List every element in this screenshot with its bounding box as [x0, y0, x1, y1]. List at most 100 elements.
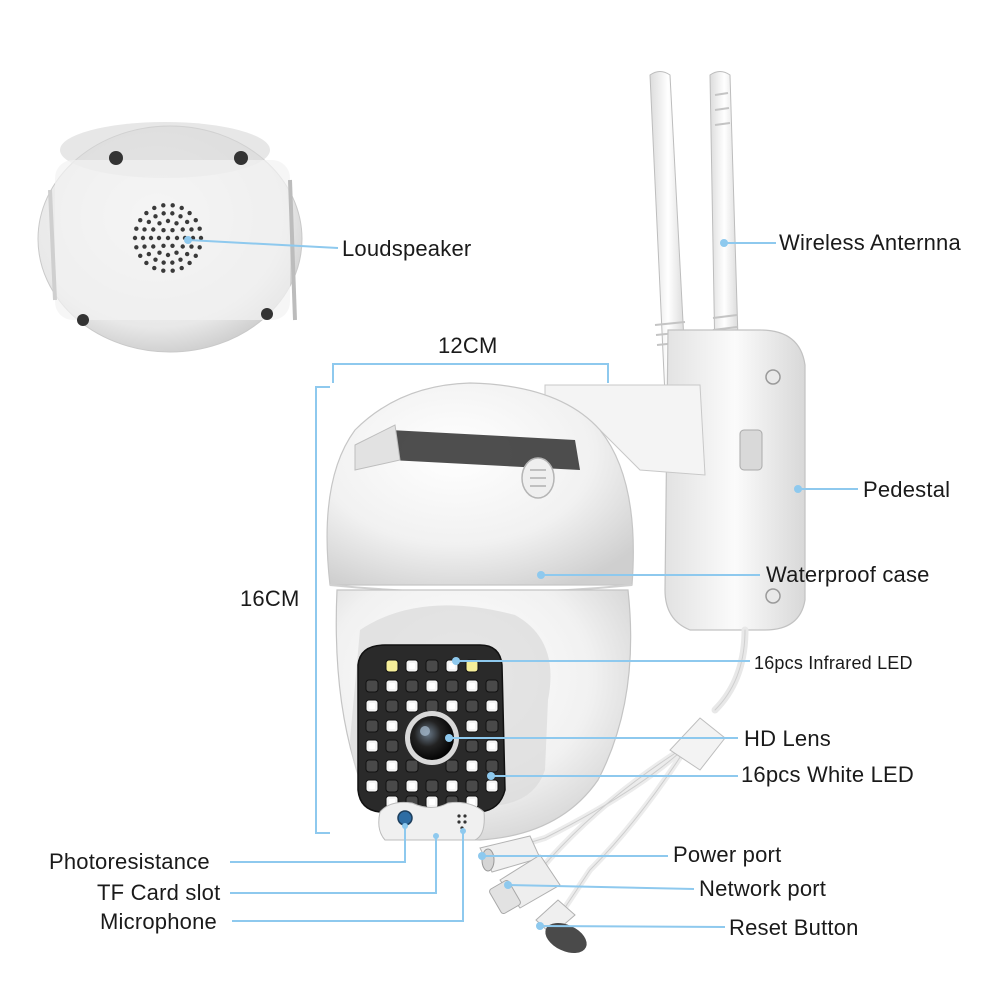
hd-lens-label: HD Lens — [744, 726, 831, 751]
speaker-hole — [179, 265, 184, 271]
led — [465, 699, 479, 713]
dimension-width — [332, 363, 609, 383]
led-core — [369, 783, 375, 789]
speaker-hole — [161, 243, 166, 248]
led-core — [489, 703, 495, 709]
speaker-hole — [138, 253, 143, 259]
led-core — [469, 763, 475, 769]
led-core — [409, 663, 415, 669]
led-core — [429, 683, 435, 689]
led-core — [389, 723, 395, 729]
led-core — [389, 683, 395, 689]
led-core — [469, 799, 475, 805]
led-core — [449, 783, 455, 789]
leader-lines — [187, 239, 858, 928]
speaker-hole — [197, 245, 202, 250]
speaker-hole — [156, 235, 162, 241]
loudspeaker-inset — [37, 122, 303, 353]
led-core — [389, 763, 395, 769]
photoresistance-sensor — [397, 810, 413, 826]
speaker-hole — [152, 265, 157, 271]
pedestal-label: Pedestal — [863, 477, 951, 502]
speaker-hole — [161, 203, 166, 208]
speaker-hole — [148, 235, 154, 241]
led — [425, 779, 439, 793]
speaker-hole — [161, 211, 166, 216]
speaker-hole — [190, 235, 196, 241]
speaker-hole — [174, 235, 180, 241]
speaker-hole — [178, 214, 183, 219]
leader-dots — [184, 236, 802, 930]
speaker-hole — [142, 227, 147, 232]
speaker-hole — [170, 211, 175, 216]
led-core — [369, 703, 375, 709]
speaker-hole — [180, 227, 185, 232]
speaker-hole — [138, 217, 143, 223]
led — [365, 679, 379, 693]
cable-splitter — [669, 717, 726, 771]
led — [365, 759, 379, 773]
speaker-hole — [189, 227, 194, 232]
speaker-hole — [187, 260, 192, 266]
speaker-hole — [170, 243, 175, 248]
reset-button-label: Reset Button — [729, 915, 859, 940]
width-dimension-label: 12CM — [438, 333, 498, 358]
led-core — [409, 703, 415, 709]
speaker-hole — [157, 250, 162, 255]
waterproof-case-label: Waterproof case — [766, 562, 930, 587]
speaker-hole — [146, 219, 152, 225]
led-face-plate — [357, 644, 506, 813]
sensor-housing — [378, 801, 485, 841]
white-led-label: 16pcs White LED — [741, 762, 914, 787]
led-core — [469, 723, 475, 729]
speaker-hole — [144, 260, 149, 266]
speaker-hole — [184, 251, 190, 257]
led-core — [469, 683, 475, 689]
power-port-label: Power port — [673, 842, 782, 867]
led — [385, 779, 399, 793]
led — [445, 759, 459, 773]
speaker-hole — [151, 244, 156, 249]
speaker-hole — [174, 221, 179, 226]
speaker-hole — [179, 205, 184, 211]
speaker-hole — [153, 257, 158, 262]
speaker-hole — [134, 226, 139, 231]
speaker-hole — [170, 228, 175, 233]
antenna-label: Wireless Anternna — [779, 230, 961, 255]
speaker-hole — [134, 245, 139, 250]
speaker-hole — [152, 205, 157, 211]
loudspeaker-label: Loudspeaker — [342, 236, 472, 261]
speaker-hole — [198, 235, 204, 241]
led-core — [449, 703, 455, 709]
network-connector — [489, 854, 561, 915]
speaker-hole — [187, 210, 192, 216]
speaker-hole — [193, 253, 198, 259]
speaker-hole — [151, 227, 156, 232]
led-core — [429, 799, 435, 805]
led — [365, 719, 379, 733]
speaker-hole — [144, 210, 149, 216]
speaker-holes — [132, 203, 204, 273]
speaker-hole — [142, 244, 147, 249]
led — [485, 679, 499, 693]
speaker-hole — [197, 226, 202, 231]
mic-hole — [457, 814, 461, 818]
speaker-hole — [146, 251, 152, 257]
microphone-label: Microphone — [100, 909, 217, 934]
led — [385, 659, 399, 673]
led-core — [489, 783, 495, 789]
speaker-hole — [161, 260, 166, 265]
led — [385, 699, 399, 713]
led-core — [449, 663, 455, 669]
led — [385, 739, 399, 753]
speaker-hole — [165, 235, 171, 241]
speaker-hole — [178, 257, 183, 262]
led-core — [489, 743, 495, 749]
speaker-hole — [165, 218, 171, 224]
tf-card-slot-label: TF Card slot — [97, 880, 221, 905]
mic-hole — [457, 820, 461, 824]
led — [465, 739, 479, 753]
photoresistance-label: Photoresistance — [49, 849, 210, 874]
mic-hole — [463, 820, 467, 824]
